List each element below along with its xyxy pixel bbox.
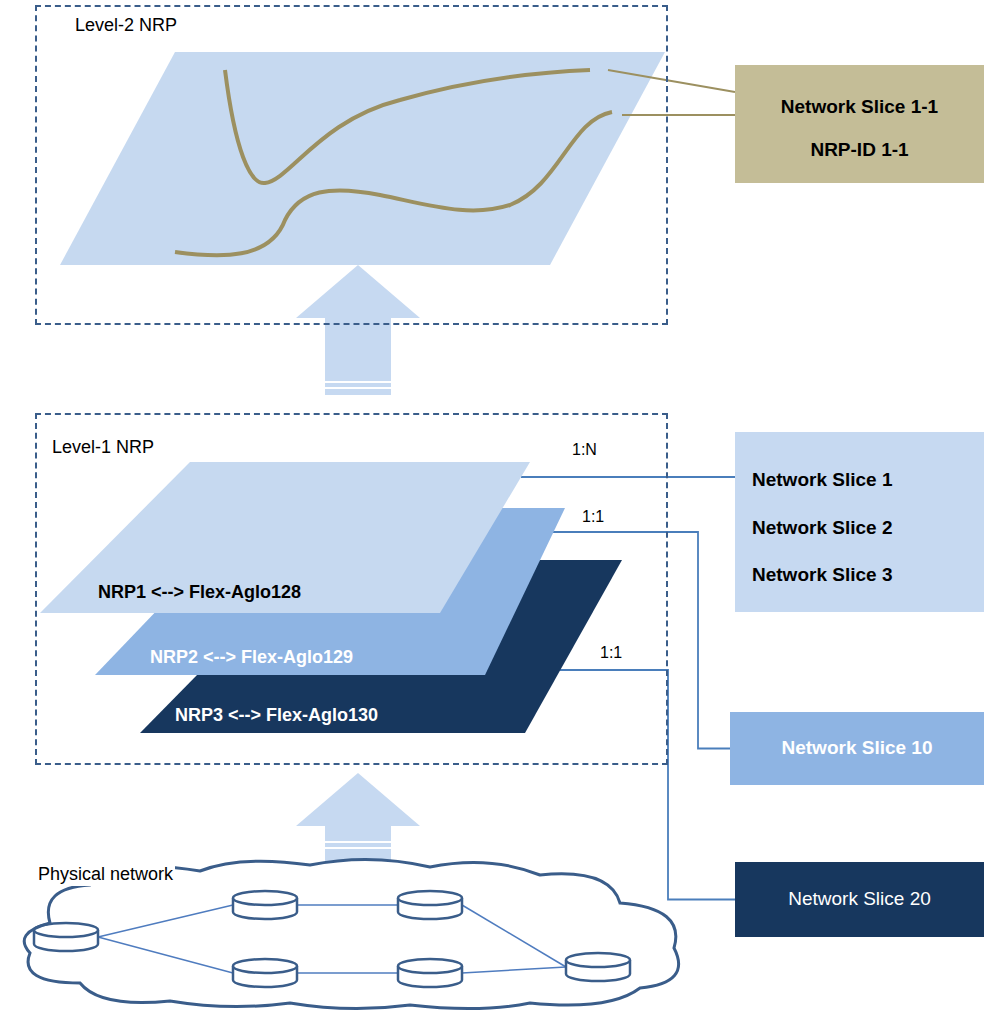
slice-label: Network Slice 1 (752, 469, 892, 492)
slice-curve (225, 70, 590, 183)
connector-line (560, 670, 735, 900)
connector-line (622, 114, 735, 116)
link (462, 905, 566, 967)
stripe (325, 387, 391, 389)
nrp-level-box: Level-2 NRP (35, 5, 668, 325)
slice-curve (175, 112, 612, 255)
router-symbol (34, 923, 98, 951)
physical-network-cloud: Physical network (10, 853, 690, 1011)
router-symbol (398, 959, 462, 987)
node-heading: Level-2 NRP (75, 15, 177, 37)
slice-label: Network Slice 2 (752, 517, 892, 540)
nrp-level-box: Level-1 NRP NRP1 <--> Flex-Aglo128NRP2 <-… (35, 413, 668, 765)
node-heading: Physical network (36, 864, 175, 886)
slice-box: Network Slice 10 (730, 712, 984, 785)
slice-label: NRP-ID 1-1 (810, 139, 908, 162)
nrp-plane: NRP1 <--> Flex-Aglo128 (40, 462, 530, 613)
node-heading: NRP3 <--> Flex-Aglo130 (175, 705, 378, 727)
slice-label: Network Slice 10 (781, 737, 932, 760)
cardinality-label: 1:1 (598, 643, 624, 662)
stripe (325, 841, 391, 843)
block-arrow (296, 265, 420, 395)
slice-label: Network Slice 20 (788, 888, 931, 911)
stripe (325, 381, 391, 383)
router-symbol (233, 959, 297, 987)
slice-box: Network Slice 1-1NRP-ID 1-1 (735, 65, 984, 183)
router-symbol (398, 891, 462, 919)
block-arrow (296, 773, 420, 861)
level2-plane (60, 52, 665, 265)
network-links (98, 905, 566, 973)
node-heading: Level-1 NRP (52, 437, 154, 459)
slice-box: Network Slice 20 (735, 862, 984, 937)
router-symbol (566, 953, 630, 981)
cardinality-label: 1:N (570, 440, 599, 459)
plane-shape (95, 508, 565, 675)
cloud-outline (24, 859, 678, 1008)
link (98, 937, 233, 973)
link (297, 904, 398, 906)
node-heading: NRP1 <--> Flex-Aglo128 (98, 582, 301, 604)
link (297, 972, 398, 974)
slice-label: Network Slice 3 (752, 564, 892, 587)
link (462, 967, 566, 973)
slice-box: Network Slice 1 Network Slice 2 Network Sl… (735, 432, 984, 612)
node-heading: NRP2 <--> Flex-Aglo129 (150, 647, 353, 669)
slice-label: Network Slice 1-1 (781, 96, 938, 119)
connector-line (521, 476, 735, 478)
cardinality-label: 1:1 (580, 507, 606, 526)
stripe (325, 847, 391, 849)
router-symbol (233, 891, 297, 919)
connector-line (608, 70, 735, 92)
plane-shape (140, 560, 622, 733)
link (98, 905, 233, 937)
